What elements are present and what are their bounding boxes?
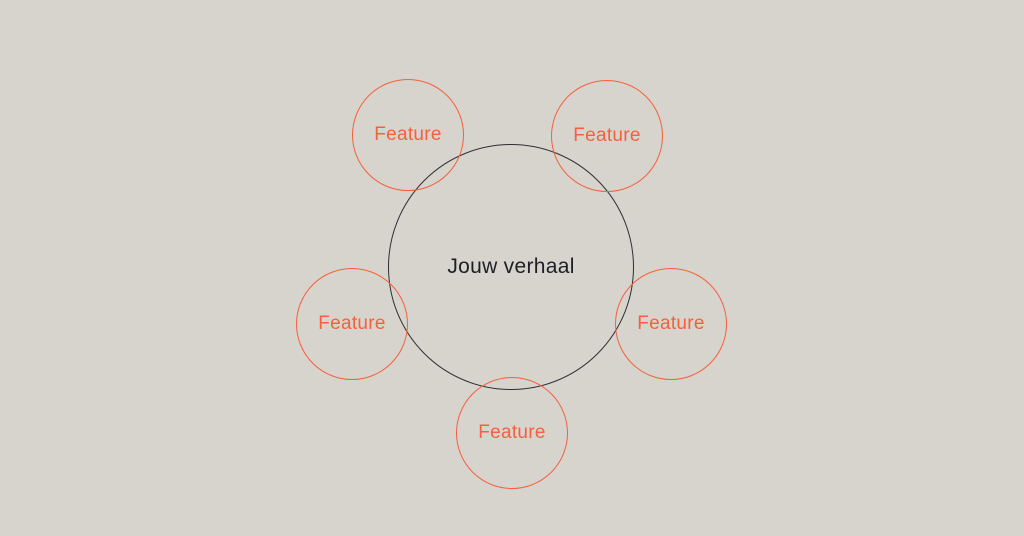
feature-circle-top-right: Feature bbox=[551, 80, 663, 192]
feature-label: Feature bbox=[318, 313, 386, 334]
feature-label: Feature bbox=[637, 313, 705, 334]
feature-circle-bottom: Feature bbox=[456, 377, 568, 489]
feature-circle-left: Feature bbox=[296, 268, 408, 380]
feature-circle-right: Feature bbox=[615, 268, 727, 380]
feature-label: Feature bbox=[374, 124, 442, 145]
feature-label: Feature bbox=[573, 125, 641, 146]
feature-label: Feature bbox=[478, 422, 546, 443]
feature-circle-top-left: Feature bbox=[352, 79, 464, 191]
center-circle-label: Jouw verhaal bbox=[447, 255, 575, 278]
